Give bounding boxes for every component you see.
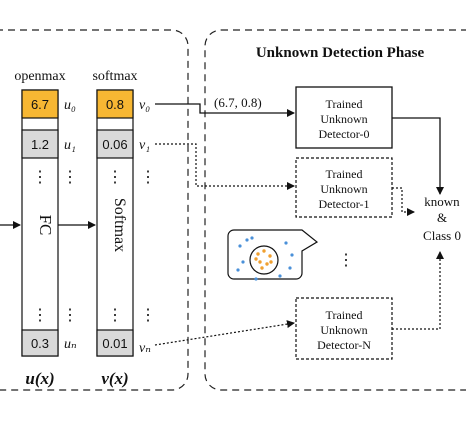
output-line3: Class 0 (423, 228, 461, 243)
connector-detector1-output (392, 187, 415, 216)
orange-dot (268, 254, 272, 258)
u-ellipsis-top: ⋮ (62, 169, 78, 186)
u1-label: u₁ (64, 138, 76, 153)
detector-n-line2: Unknown (320, 323, 367, 337)
softmax-label: softmax (92, 69, 137, 84)
openmax-cell-1-value: 1.2 (31, 137, 49, 152)
softmax-block-label: Softmax (111, 198, 128, 252)
v-ellipsis-top: ⋮ (140, 169, 156, 186)
detector-1-line3: Detector-1 (318, 197, 369, 211)
detector-0-line1: Trained (326, 97, 363, 111)
connector-v0-detector0 (155, 103, 295, 117)
connector-vn-detectorn (154, 320, 295, 346)
connector-detector0-output (392, 117, 444, 195)
orange-dot (265, 262, 269, 266)
orange-dot (256, 252, 260, 256)
detector-n-line1: Trained (326, 308, 363, 322)
orange-dot (258, 260, 262, 264)
output-line2: & (437, 210, 447, 225)
vn-label: vₙ (139, 341, 151, 356)
orange-dot (260, 266, 264, 270)
v1-label: v₁ (139, 138, 150, 153)
detector-0-line2: Unknown (320, 112, 367, 126)
openmax-ellipsis-top: ⋮ (32, 169, 48, 186)
softmax-cell-0 (96, 89, 134, 119)
blue-dot (250, 236, 254, 240)
softmax-cell-0-value: 0.8 (106, 97, 124, 112)
orange-dot (269, 260, 273, 264)
orange-dot (262, 249, 266, 253)
detector-n-box (295, 297, 393, 360)
openmax-label: openmax (14, 69, 65, 84)
v0-label: v₀ (139, 98, 150, 113)
detector-n-line3: Detector-N (317, 338, 371, 352)
softmax-cell-1 (96, 129, 134, 159)
output-line1: known (424, 194, 460, 209)
softmax-cell-n (96, 329, 134, 357)
fc-label: FC (36, 215, 55, 236)
un-label: uₙ (64, 337, 77, 352)
blue-dot (236, 268, 240, 272)
connector-v1-detector1 (155, 143, 295, 190)
softmax-cell-1-value: 0.06 (102, 137, 127, 152)
connector-detectorn-output (392, 251, 444, 330)
u-vector-label: u(x) (25, 369, 54, 388)
left-phase-frame (0, 29, 189, 391)
openmax-cell-0 (21, 89, 59, 119)
softmax-cell-n-value: 0.01 (102, 336, 127, 351)
openmax-cell-1 (21, 129, 59, 159)
unknown-detection-frame (204, 29, 466, 391)
detector-0: Trained Unknown Detector-0 (295, 86, 393, 149)
openmax-ellipsis-bottom: ⋮ (32, 307, 48, 324)
openmax-cell-n-value: 0.3 (31, 336, 49, 351)
detectors-ellipsis: ⋮ (338, 252, 354, 269)
u0-label: u₀ (64, 98, 76, 113)
v-vector-label: v(x) (101, 369, 128, 388)
detector-1: Trained Unknown Detector-1 (295, 157, 393, 218)
blue-dot (238, 244, 242, 248)
blue-dot (254, 277, 258, 281)
blue-dot (284, 241, 288, 245)
orange-dot (254, 257, 258, 261)
softmax-ellipsis-bottom: ⋮ (107, 307, 123, 324)
detector-0-line3: Detector-0 (318, 127, 369, 141)
blue-dot (278, 274, 282, 278)
phase-title: Unknown Detection Phase (256, 45, 425, 61)
detector-0-box (295, 86, 393, 149)
detector-n: Trained Unknown Detector-N (295, 297, 393, 360)
blue-dot (245, 238, 249, 242)
openmax-vector: 6.7 1.2 ⋮ FC ⋮ 0.3 (21, 89, 59, 357)
u-ellipsis-bottom: ⋮ (62, 307, 78, 324)
cluster-illustration (227, 229, 319, 281)
softmax-vector: 0.8 0.06 ⋮ Softmax ⋮ 0.01 (96, 89, 134, 357)
blue-dot (241, 260, 245, 264)
arrow-annotation: (6.7, 0.8) (214, 95, 262, 110)
openmax-cell-0-value: 6.7 (31, 97, 49, 112)
softmax-ellipsis-top: ⋮ (107, 169, 123, 186)
v-ellipsis-bottom: ⋮ (140, 307, 156, 324)
blue-dot (288, 266, 292, 270)
detector-1-line2: Unknown (320, 182, 367, 196)
detector-1-line1: Trained (326, 167, 363, 181)
openmax-cell-n (21, 329, 59, 357)
blue-dot (290, 253, 294, 257)
